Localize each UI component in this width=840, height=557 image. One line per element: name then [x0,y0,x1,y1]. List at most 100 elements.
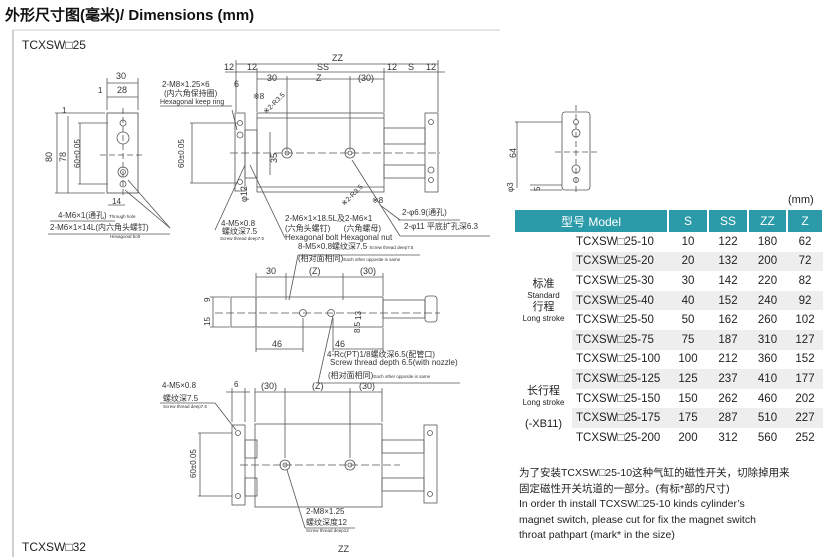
note-m8-en: Screw thread deep12 [306,528,349,533]
model-title-32: TCXSW□32 [22,540,86,554]
end-view-drawing [48,78,171,235]
dim-mark-8-b: ※8 [372,196,384,205]
note-cn-line-2: 固定磁性开关坑道的一部分。(有标*部的尺寸) [519,482,730,495]
cell-zz: 360 [757,353,778,366]
cell-zz: 310 [748,329,787,350]
dim-12-c: 12 [387,62,398,72]
note-hex-bolt-nut: 2-M6×1×18.5L及2-M6×1 [285,214,373,223]
cell-ss: 312 [718,431,738,444]
dim-phi12: φ12 [239,186,249,202]
dim-30-bottom-a: (30) [261,381,278,391]
cell-ss: 122 [718,235,738,248]
cell-zz: 200 [748,251,787,272]
cell-z: 152 [795,353,815,366]
dim-30-front: 30 [266,266,277,276]
cell-s: 20 [668,251,708,272]
dim-14: 14 [112,197,121,206]
note-port: 4-Rc(PT)1/8螺纹深6.5(配管口) [327,350,436,359]
cell-model: TCXSW□25-10 [576,235,654,248]
note-hex-bolt: 2-M6×1×14L(内六角头螺钉) [50,223,149,232]
cell-z: 102 [795,314,815,327]
dim-top-1: 1 [62,106,67,115]
dim-64: 64 [508,147,518,158]
note-en-line-2: magnet switch, please cut for fix the ma… [519,513,756,526]
cell-zz: 180 [757,235,778,248]
magnet-switch-note: 为了安装TCXSW□25-10这种气缸的磁性开关，切除掉用来 固定磁性开关坑道的… [519,466,839,544]
cell-model: TCXSW□25-125 [572,369,668,389]
group-standard-cn2: 行程 [532,300,555,313]
cell-z: 202 [795,392,815,405]
dim-9: 9 [203,297,212,302]
dim-zz-32: ZZ [338,544,349,554]
cell-z: 62 [798,235,812,248]
note-m5-bottom-en: Screw thread deep7.5 [163,404,208,409]
note-m8: 2-M8×1.25 [306,507,345,516]
top-view-drawing [160,60,490,239]
cell-zz: 260 [757,314,778,327]
cell-model: TCXSW□25-75 [572,329,668,350]
dim-ss: SS [317,62,330,72]
dim-z-front: (Z) [309,266,321,276]
note-port-en: Screw thread depth 6.5(with nozzle) [330,358,458,367]
cell-z: 227 [787,408,823,428]
note-8-m5: 8-M5×0.8螺纹深7.5 Screw thread deep7.5 [298,242,414,251]
note-m5-en: Screw thread deep7.5 [220,236,265,241]
cell-s: 30 [681,274,695,287]
dim-5: 5 [533,186,542,191]
dim-30-paren: (30) [358,73,375,83]
cell-zz: 410 [748,369,787,389]
cell-s: 175 [668,408,708,428]
cell-s: 40 [668,290,708,311]
cell-model: TCXSW□25-100 [576,353,661,366]
dim-60-bottom: 60±0.05 [189,449,198,478]
dim-30-top: 30 [267,73,278,83]
dim-12-a: 12 [224,62,235,72]
cell-model: TCXSW□25-200 [576,431,661,444]
dim-mark-8: ※8 [253,92,265,101]
group-long-cn: 长行程 [527,385,560,398]
dim-8-5: 8.5 [353,321,362,333]
dim-15: 15 [203,317,212,326]
cell-ss: 212 [718,353,738,366]
cell-zz: 460 [757,392,778,405]
note-keep-ring-cn: (内六角保持圈) [164,89,218,98]
dim-12-b: 12 [247,62,258,72]
dim-zz: ZZ [332,53,343,63]
cell-ss: 187 [708,329,748,350]
cell-ss: 132 [708,251,748,272]
group-long-code: (-XB11) [524,418,563,431]
cell-model: TCXSW□25-175 [572,408,668,428]
note-keep-ring: 2-M8×1.25×6 [162,80,210,89]
cell-zz: 240 [748,290,787,311]
dim-z-bottom: (Z) [312,381,324,391]
dim-s: S [408,62,415,72]
dim-6-bottom: 6 [234,380,239,389]
note-m5-bottom: 4-M5×0.8 [162,381,197,390]
cell-z: 252 [795,431,815,444]
note-m5-bottom-cn: 螺纹深7.5 [163,394,199,403]
cell-model: TCXSW□25-20 [572,251,668,272]
dim-30: 30 [116,71,127,81]
cell-zz: 220 [757,274,778,287]
group-standard-en2: Long stroke [522,313,565,323]
page-title: 外形尺寸图(毫米)/ Dimensions (mm) [5,7,255,24]
dim-30-front-paren: (30) [360,266,377,276]
cell-z: 127 [787,329,823,350]
header-s: S [668,210,709,232]
cell-s: 10 [681,235,695,248]
cell-ss: 142 [718,274,738,287]
cell-s: 125 [668,369,708,389]
side-view-drawing [515,105,598,195]
dim-30-bottom-b: (30) [359,381,376,391]
cell-model: TCXSW□25-150 [576,392,661,405]
